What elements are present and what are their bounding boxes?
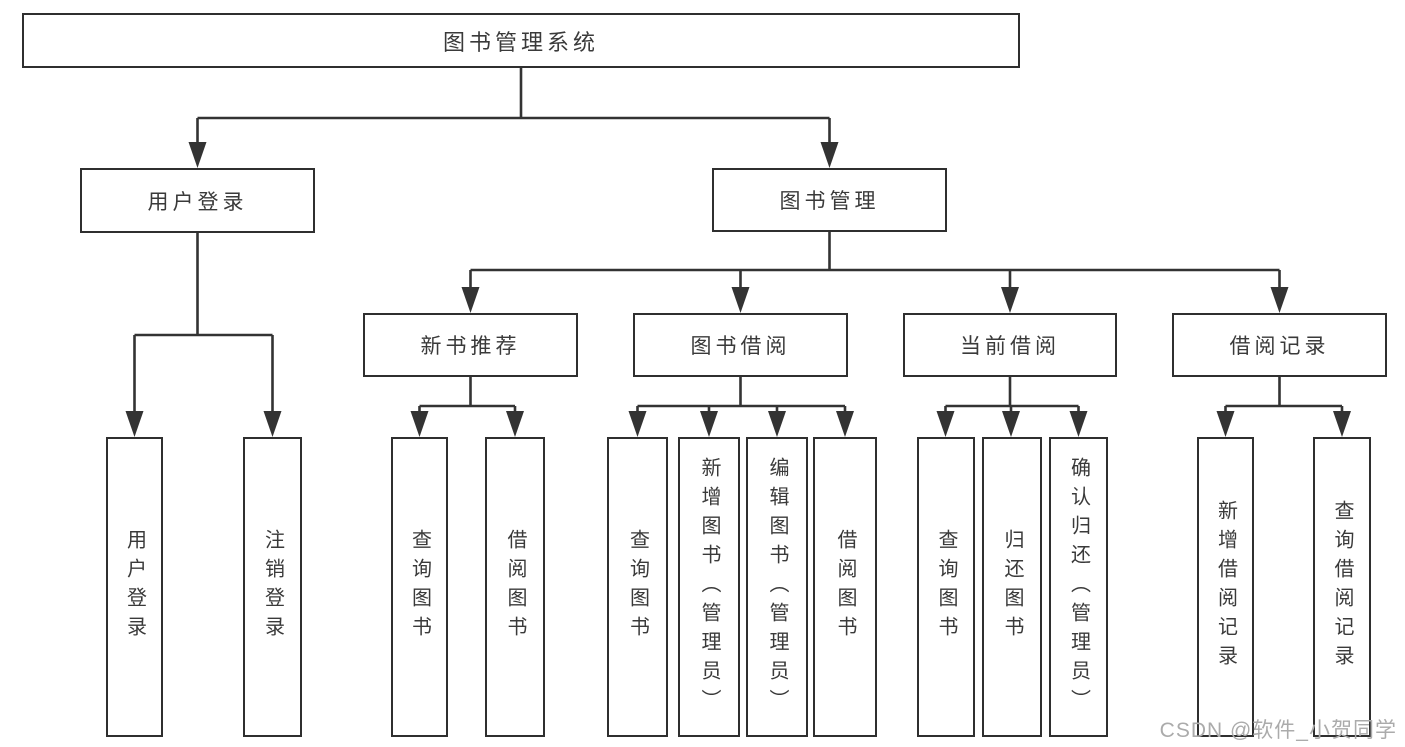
leaf-borrow-books-recommend: 借阅图书: [485, 437, 545, 737]
leaf-query-borrow-record: 查询借阅记录: [1313, 437, 1371, 737]
leaf-user-login: 用户登录: [106, 437, 163, 737]
leaf-borrow-books-borrowing: 借阅图书: [813, 437, 877, 737]
arrowhead: [1270, 287, 1289, 313]
leaf-label: 注销登录: [261, 529, 284, 645]
connector-line: [133, 233, 274, 411]
node-book-borrowing: 图书借阅: [633, 313, 848, 377]
connector-line: [418, 377, 517, 411]
arrowhead: [936, 411, 955, 437]
arrowhead: [125, 411, 144, 437]
connector-line: [944, 377, 1080, 411]
arrowhead: [263, 411, 282, 437]
arrowhead: [836, 411, 854, 437]
connector-book-management-to-level3: [461, 232, 1289, 313]
node-borrowing-records: 借阅记录: [1172, 313, 1387, 377]
leaf-query-books-current: 查询图书: [917, 437, 975, 737]
leaf-label: 借阅图书: [834, 529, 856, 645]
leaf-return-book: 归还图书: [982, 437, 1042, 737]
arrowhead: [410, 411, 429, 437]
connector-user-login-to-leaves: [125, 233, 282, 437]
watermark-text: CSDN @软件_小贺同学: [1159, 719, 1397, 742]
node-book-management: 图书管理: [712, 168, 947, 232]
node-library-management-system: 图书管理系统: [22, 13, 1020, 68]
leaf-label: 查询借阅记录: [1331, 500, 1353, 674]
arrowhead: [1216, 411, 1235, 437]
connector-book-borrowing-to-leaves: [628, 377, 854, 437]
arrowhead: [188, 142, 207, 168]
connector-line: [636, 377, 847, 411]
arrowhead: [628, 411, 647, 437]
arrowhead: [700, 411, 718, 437]
connector-borrowing-records-to-leaves: [1216, 377, 1351, 437]
connector-line: [1224, 377, 1344, 411]
leaf-label: 借阅图书: [504, 529, 526, 645]
node-user-login: 用户登录: [80, 168, 315, 233]
leaf-edit-book-admin: 编辑图书（管理员）: [746, 437, 808, 737]
leaf-label: 查询图书: [935, 529, 957, 645]
leaf-add-book-admin: 新增图书（管理员）: [678, 437, 740, 737]
leaf-label: 用户登录: [123, 529, 146, 645]
connector-line: [469, 232, 1281, 287]
arrowhead: [461, 287, 480, 313]
arrowhead: [731, 287, 750, 313]
leaf-add-borrow-record: 新增借阅记录: [1197, 437, 1254, 737]
arrowhead: [1002, 411, 1020, 437]
arrowhead: [506, 411, 524, 437]
connector-new-book-recommend-to-leaves: [410, 377, 524, 437]
leaf-label: 查询图书: [408, 529, 431, 645]
arrowhead: [1333, 411, 1351, 437]
leaf-label: 确认归还（管理员）: [1067, 456, 1090, 718]
arrowhead: [1001, 287, 1019, 313]
leaf-label: 新增借阅记录: [1214, 500, 1237, 674]
leaf-query-books-borrowing: 查询图书: [607, 437, 668, 737]
leaf-query-books-recommend: 查询图书: [391, 437, 448, 737]
connector-current-borrowing-to-leaves: [936, 377, 1088, 437]
node-new-book-recommend: 新书推荐: [363, 313, 578, 377]
leaf-label: 归还图书: [1001, 529, 1023, 645]
arrowhead: [1069, 411, 1088, 437]
leaf-logout: 注销登录: [243, 437, 302, 737]
connector-root-to-level2: [188, 68, 839, 168]
connector-line: [196, 68, 831, 142]
arrowhead: [820, 142, 839, 168]
leaf-label: 查询图书: [626, 529, 649, 645]
node-current-borrowing: 当前借阅: [903, 313, 1117, 377]
arrowhead: [768, 411, 786, 437]
leaf-label: 新增图书（管理员）: [698, 456, 720, 718]
leaf-label: 编辑图书（管理员）: [766, 456, 788, 718]
leaf-confirm-return-admin: 确认归还（管理员）: [1049, 437, 1108, 737]
